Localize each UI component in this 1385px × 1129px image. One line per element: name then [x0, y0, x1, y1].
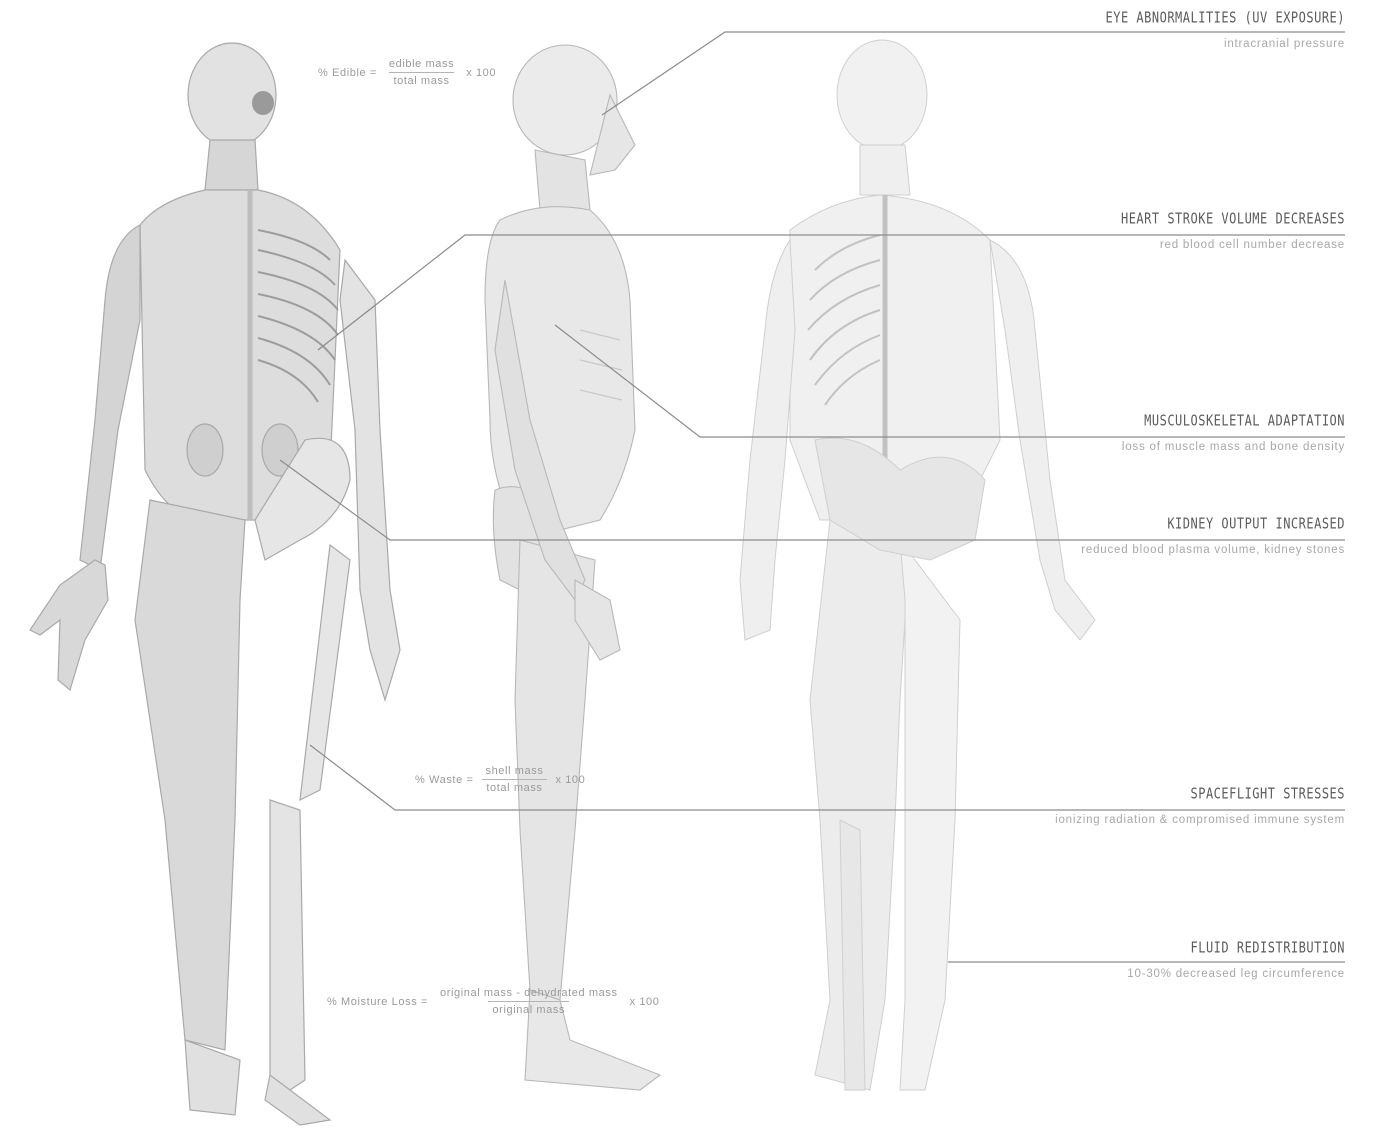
callout-heading: EYE ABNORMALITIES (UV EXPOSURE) — [1106, 9, 1345, 27]
front-figure — [30, 43, 400, 1125]
formula-lhs: % Edible = — [318, 67, 377, 79]
formula-denominator: total mass — [389, 72, 453, 87]
formula-lhs: % Moisture Loss = — [327, 996, 428, 1008]
callout-spaceflight-stresses: SPACEFLIGHT STRESSES ionizing radiation … — [885, 786, 1345, 826]
callout-subtext: intracranial pressure — [885, 38, 1345, 50]
formula-fraction: original mass - dehydrated mass original… — [436, 987, 622, 1016]
formula-fraction: shell mass total mass — [481, 765, 547, 794]
callout-heading: FLUID REDISTRIBUTION — [1191, 939, 1346, 957]
formula-multiplier: x 100 — [555, 774, 585, 786]
callout-heading: HEART STROKE VOLUME DECREASES — [1121, 210, 1345, 228]
formula-multiplier: x 100 — [630, 996, 660, 1008]
callout-subtext: ionizing radiation & compromised immune … — [885, 814, 1345, 826]
callout-heading: SPACEFLIGHT STRESSES — [1191, 785, 1346, 803]
callout-subtext: 10-30% decreased leg circumference — [885, 968, 1345, 980]
callout-heart-stroke-volume: HEART STROKE VOLUME DECREASES red blood … — [885, 211, 1345, 251]
callout-eye-abnormalities: EYE ABNORMALITIES (UV EXPOSURE) intracra… — [885, 10, 1345, 50]
formula-waste: % Waste = shell mass total mass x 100 — [415, 765, 585, 794]
callout-subtext: loss of muscle mass and bone density — [885, 441, 1345, 453]
callout-heading: KIDNEY OUTPUT INCREASED — [1167, 515, 1345, 533]
formula-fraction: edible mass total mass — [385, 58, 458, 87]
callout-musculoskeletal-adaptation: MUSCULOSKELETAL ADAPTATION loss of muscl… — [885, 413, 1345, 453]
callout-subtext: reduced blood plasma volume, kidney ston… — [885, 544, 1345, 556]
callout-kidney-output: KIDNEY OUTPUT INCREASED reduced blood pl… — [885, 516, 1345, 556]
formula-edible: % Edible = edible mass total mass x 100 — [318, 58, 496, 87]
formula-numerator: original mass - dehydrated mass — [436, 987, 622, 1001]
formula-denominator: total mass — [482, 779, 546, 794]
callout-fluid-redistribution: FLUID REDISTRIBUTION 10-30% decreased le… — [885, 940, 1345, 980]
callout-heading: MUSCULOSKELETAL ADAPTATION — [1144, 412, 1345, 430]
back-figure — [740, 40, 1095, 1090]
formula-moisture-loss: % Moisture Loss = original mass - dehydr… — [327, 987, 659, 1016]
side-figure — [485, 45, 660, 1090]
formula-multiplier: x 100 — [466, 67, 496, 79]
formula-lhs: % Waste = — [415, 774, 473, 786]
formula-denominator: original mass — [488, 1001, 569, 1016]
formula-numerator: edible mass — [385, 58, 458, 72]
formula-numerator: shell mass — [481, 765, 547, 779]
callout-subtext: red blood cell number decrease — [885, 239, 1345, 251]
